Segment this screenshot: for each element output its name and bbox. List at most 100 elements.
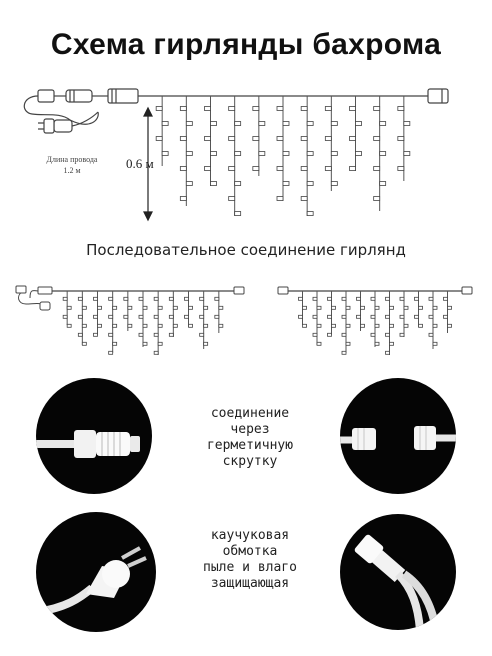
led-bulb <box>142 305 148 310</box>
led-bulb <box>341 350 347 355</box>
split-connector-icon <box>340 426 456 450</box>
led-bulb <box>385 296 390 301</box>
led-bulb <box>316 323 322 328</box>
led-bulb <box>312 314 318 319</box>
led-bulb <box>188 323 193 328</box>
led-bulb <box>234 121 242 126</box>
led-bulb <box>155 136 163 141</box>
led-bulb <box>276 136 284 141</box>
wire-caption-line: 1.2 м <box>63 166 81 175</box>
led-bulb <box>234 151 242 156</box>
led-bulb <box>374 323 380 328</box>
led-bulb <box>199 296 205 301</box>
garland-drop <box>77 291 87 346</box>
led-bulb <box>418 305 423 310</box>
led-bulb <box>172 305 178 310</box>
led-bulb <box>331 305 336 310</box>
feature-line: скрутку <box>222 454 278 469</box>
led-bulb <box>282 121 290 126</box>
feature-line: герметичную <box>206 438 294 453</box>
main-garland-diagram <box>23 88 449 222</box>
led-bulb <box>316 305 322 310</box>
led-bulb <box>349 106 356 111</box>
power-cable-small-icon <box>15 285 473 311</box>
led-bulb <box>157 305 163 310</box>
height-arrow <box>143 106 153 222</box>
feature-line: каучуковая <box>210 528 290 543</box>
led-bulb <box>330 121 338 126</box>
led-bulb <box>179 136 187 141</box>
led-bulb <box>312 332 318 337</box>
led-bulb <box>443 314 448 319</box>
led-bulb <box>355 151 362 156</box>
garland-drop <box>341 291 351 355</box>
led-bulb <box>210 181 217 186</box>
led-bulb <box>276 166 284 171</box>
connector-icon <box>107 88 449 104</box>
garland-drop <box>385 291 394 355</box>
led-bulb <box>228 196 236 201</box>
led-bulb <box>298 314 303 319</box>
led-bulb <box>138 314 144 319</box>
garland-drop <box>312 291 322 346</box>
led-bulb <box>349 166 356 171</box>
led-bulb <box>355 121 362 126</box>
led-bulb <box>81 305 87 310</box>
led-bulb <box>300 196 308 201</box>
led-bulb <box>341 332 347 337</box>
led-bulb <box>276 196 284 201</box>
led-bulb <box>97 323 102 328</box>
serial-connection-diagram <box>15 285 473 355</box>
led-bulb <box>108 296 114 301</box>
garland-drop <box>214 291 224 333</box>
led-bulb <box>379 181 387 186</box>
led-bulb <box>389 341 394 346</box>
height-label: 0.6 м <box>126 156 154 171</box>
led-bulb <box>108 350 114 355</box>
garland-drop <box>298 291 307 328</box>
garland-drop <box>428 291 438 349</box>
led-bulb <box>403 151 411 156</box>
led-bulb <box>185 121 193 126</box>
feature-line: через <box>230 422 270 437</box>
led-bulb <box>62 314 68 319</box>
led-bulb <box>370 332 376 337</box>
led-bulb <box>324 166 332 171</box>
led-bulb <box>138 296 144 301</box>
garland-drop <box>252 96 266 176</box>
led-bulb <box>123 296 129 301</box>
led-bulb <box>185 181 193 186</box>
garland-drop <box>443 291 452 333</box>
led-bulb <box>379 121 387 126</box>
led-bulb <box>153 332 159 337</box>
feature-caption-rubber: каучуковая обмотка пыле и влаго защищающ… <box>180 528 320 592</box>
led-bulb <box>302 305 307 310</box>
led-bulb <box>432 323 438 328</box>
led-bulb <box>306 211 314 216</box>
led-bulb <box>93 332 98 337</box>
garland-drop <box>199 291 209 349</box>
led-bulb <box>204 106 211 111</box>
led-bulb <box>373 166 381 171</box>
led-bulb <box>204 166 211 171</box>
garland-drop <box>356 291 365 331</box>
led-bulb <box>360 323 365 328</box>
led-bulb <box>210 151 217 156</box>
led-bulb <box>379 151 387 156</box>
led-bulb <box>234 181 242 186</box>
led-bulb <box>218 323 224 328</box>
led-bulb <box>179 106 187 111</box>
led-bulb <box>373 196 381 201</box>
garland-drop <box>168 291 178 337</box>
led-bulb <box>399 296 405 301</box>
led-bulb <box>327 314 332 319</box>
led-bulb <box>327 296 332 301</box>
led-bulb <box>123 314 129 319</box>
feature-line: обмотка <box>222 544 278 559</box>
garland-drop <box>204 96 217 186</box>
twist-connector-icon <box>36 430 140 458</box>
garland-drop <box>108 291 118 355</box>
plug-photo <box>36 512 156 632</box>
led-bulb <box>112 323 118 328</box>
led-bulb <box>282 151 290 156</box>
